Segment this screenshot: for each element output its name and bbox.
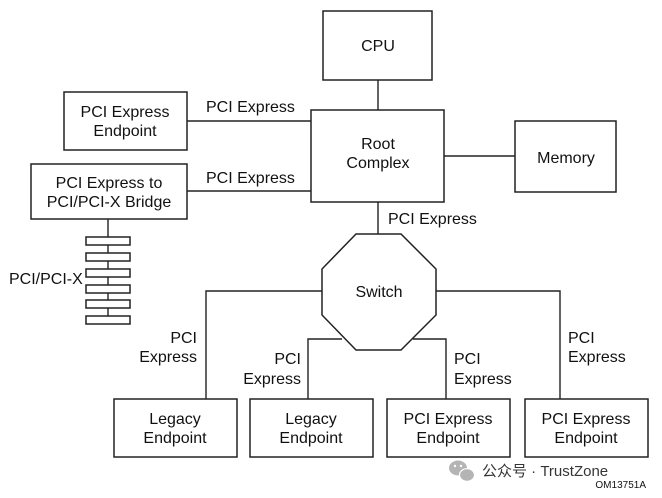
pcie-endpoint-top-box bbox=[63, 91, 188, 151]
bus-slot bbox=[85, 268, 131, 278]
cpu-label: CPU bbox=[361, 38, 395, 55]
link-label-root-switch: PCI Express bbox=[388, 211, 477, 228]
root-complex-label-line1: Root bbox=[361, 136, 395, 153]
pcie-endpoint-4-box bbox=[524, 398, 649, 458]
legacy-endpoint-2-box bbox=[249, 398, 374, 458]
legacy-endpoint-2-label-line2: Endpoint bbox=[279, 430, 343, 447]
switch-endpoint4-link bbox=[436, 290, 561, 399]
watermark: 公众号 · TrustZone bbox=[449, 460, 608, 482]
bus-slot bbox=[85, 299, 131, 309]
link-label-legacy2-line1: PCI bbox=[274, 351, 301, 368]
pcie-endpoint-4-label-line1: PCI Express bbox=[542, 411, 631, 428]
root-complex-label-line2: Complex bbox=[346, 155, 409, 172]
switch-legacy1-link bbox=[205, 290, 322, 399]
legacy-endpoint-1-label-line1: Legacy bbox=[149, 411, 201, 428]
wechat-icon bbox=[449, 460, 476, 482]
root-complex-box bbox=[310, 109, 445, 203]
pcie-endpoint-3-label-line1: PCI Express bbox=[404, 411, 493, 428]
legacy-endpoint-1-label-line2: Endpoint bbox=[143, 430, 207, 447]
switch-endpoint3-link bbox=[413, 338, 447, 399]
legacy-endpoint-2-label-line1: Legacy bbox=[285, 411, 337, 428]
pcie-endpoint-top-label-line1: PCI Express bbox=[81, 104, 170, 121]
pci-bus-slots bbox=[85, 236, 131, 325]
link-label-endpoint-root: PCI Express bbox=[206, 99, 295, 116]
pcie-endpoint-3-box bbox=[386, 398, 511, 458]
switch-label: Switch bbox=[355, 284, 402, 301]
link-label-legacy1-line2: Express bbox=[139, 349, 197, 366]
figure-id: OM13751A bbox=[595, 480, 646, 491]
link-label-endpoint4-line1: PCI bbox=[568, 330, 595, 347]
link-label-legacy2-line2: Express bbox=[243, 371, 301, 388]
bridge-box bbox=[30, 163, 188, 220]
bus-slot bbox=[85, 236, 131, 246]
pcie-endpoint-4-label-line2: Endpoint bbox=[554, 430, 618, 447]
link-label-endpoint3-line2: Express bbox=[454, 371, 512, 388]
bridge-label-line1: PCI Express to bbox=[56, 175, 163, 192]
link-label-endpoint3-line1: PCI bbox=[454, 351, 481, 368]
pcie-endpoint-3-label-line2: Endpoint bbox=[416, 430, 480, 447]
link-label-legacy1-line1: PCI bbox=[170, 330, 197, 347]
link-label-endpoint4-line2: Express bbox=[568, 349, 626, 366]
switch-legacy2-link bbox=[307, 338, 342, 399]
cpu-box bbox=[322, 10, 433, 81]
bus-label: PCI/PCI-X bbox=[9, 271, 83, 288]
pcie-endpoint-top-label-line2: Endpoint bbox=[93, 123, 157, 140]
bus-slot bbox=[85, 284, 131, 294]
bus-slot bbox=[85, 315, 131, 325]
switch-octagon bbox=[321, 233, 437, 351]
bridge-label-line2: PCI/PCI-X Bridge bbox=[47, 194, 172, 211]
legacy-endpoint-1-box bbox=[113, 398, 238, 458]
bus-slot bbox=[85, 252, 131, 262]
link-label-bridge-root: PCI Express bbox=[206, 170, 295, 187]
watermark-text: 公众号 · TrustZone bbox=[482, 463, 608, 480]
memory-label: Memory bbox=[537, 150, 595, 167]
memory-box bbox=[514, 120, 617, 193]
